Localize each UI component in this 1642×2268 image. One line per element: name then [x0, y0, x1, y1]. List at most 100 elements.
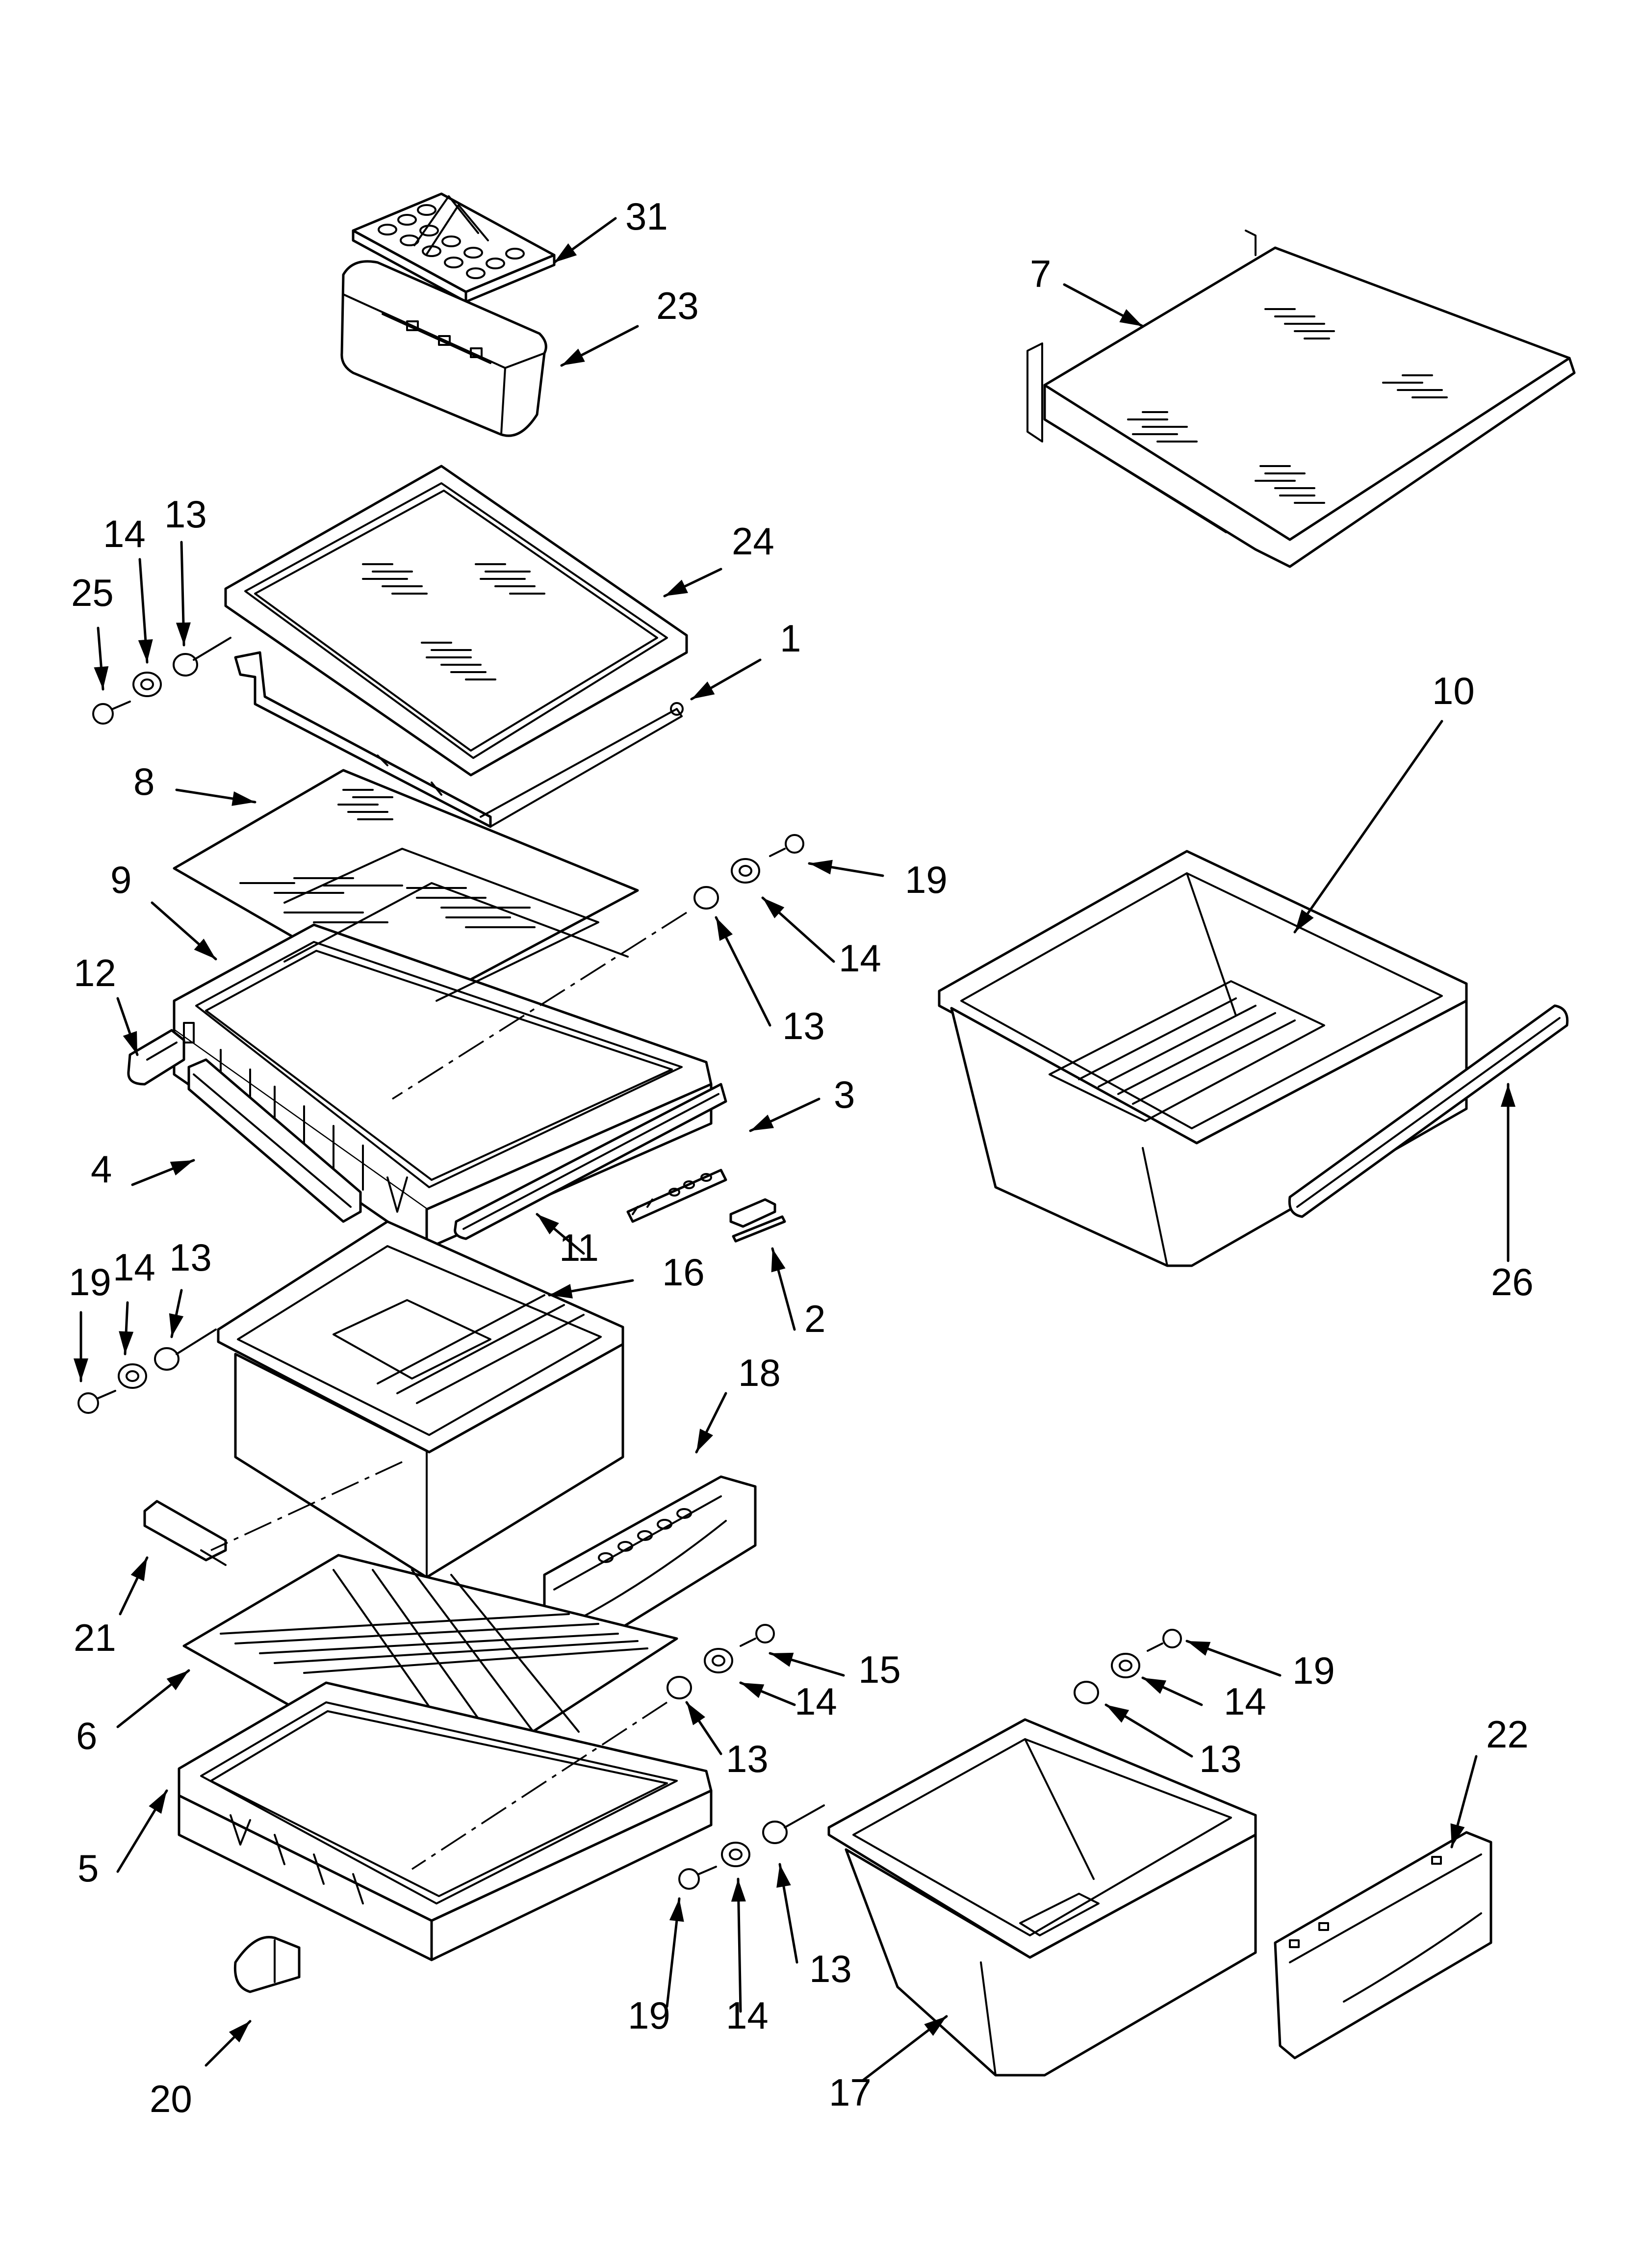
arrowhead	[776, 1864, 791, 1888]
callout-13: 13	[726, 1737, 769, 1780]
arrowhead	[1143, 1678, 1167, 1694]
callout-14: 14	[113, 1246, 155, 1289]
arrowhead	[687, 1702, 705, 1725]
part-5-lower-frame	[178, 1681, 713, 1961]
callout-5: 5	[77, 1847, 99, 1890]
arrowhead	[1501, 1084, 1515, 1107]
part-3-rail-insert	[626, 1169, 727, 1223]
callout-8: 8	[133, 760, 154, 803]
part-10-crisper-drawer	[938, 850, 1468, 1267]
part-16-drawer-bin	[217, 1220, 624, 1579]
callout-7: 7	[1030, 252, 1051, 295]
callout-4: 4	[91, 1147, 112, 1191]
callout-11: 11	[559, 1226, 599, 1269]
arrowhead	[229, 2021, 250, 2043]
arrowhead	[1119, 309, 1143, 326]
callout-19: 19	[69, 1260, 111, 1303]
callout-10: 10	[1432, 669, 1475, 712]
arrowhead	[94, 666, 109, 689]
part-7-glass-shelf	[1026, 230, 1576, 568]
callout-24: 24	[732, 520, 774, 563]
arrowhead	[537, 1214, 559, 1235]
arrowhead	[554, 243, 577, 262]
arrowhead	[169, 1313, 184, 1337]
arrowhead	[74, 1358, 88, 1381]
arrowhead	[549, 1284, 573, 1299]
arrowhead	[1295, 909, 1314, 932]
arrowhead	[696, 1429, 713, 1452]
part-2-clip	[729, 1198, 786, 1243]
callout-25: 25	[71, 571, 114, 614]
arrowhead	[138, 639, 153, 662]
part-1-cover-support	[234, 651, 684, 828]
arrowhead	[770, 1652, 794, 1667]
part-26-handle	[1288, 1004, 1569, 1218]
callout-22: 22	[1486, 1713, 1529, 1756]
callout-19: 19	[905, 858, 948, 901]
arrowhead	[692, 681, 715, 699]
callout-13: 13	[1199, 1737, 1242, 1780]
arrowhead	[665, 579, 688, 596]
callout-13: 13	[782, 1004, 825, 1047]
arrowhead	[1187, 1641, 1211, 1656]
leaders	[74, 217, 1515, 2082]
callout-14: 14	[839, 937, 881, 980]
callout-20: 20	[150, 2077, 192, 2120]
callout-6: 6	[76, 1714, 97, 1757]
part-23-egg-bin	[340, 260, 547, 437]
arrowhead	[123, 1031, 137, 1055]
part-31-egg-tray-lid	[352, 192, 556, 303]
callout-2: 2	[804, 1297, 825, 1340]
arrowhead	[716, 917, 733, 941]
callout-13: 13	[169, 1236, 212, 1279]
callout-14: 14	[1224, 1680, 1266, 1723]
arrowhead	[924, 2016, 947, 2036]
callout-14: 14	[103, 512, 146, 555]
assembly-lines	[210, 912, 687, 1870]
callout-19: 19	[1292, 1649, 1335, 1692]
callout-12: 12	[74, 951, 116, 994]
part-21-clip	[143, 1500, 227, 1566]
callout-1: 1	[780, 617, 801, 660]
arrowhead	[170, 1160, 194, 1176]
part-4-slide-rail	[187, 1058, 362, 1223]
part-11-front-rail	[454, 1083, 727, 1240]
callout-14: 14	[726, 1994, 769, 2037]
callout-14: 14	[795, 1680, 837, 1723]
callout-23: 23	[656, 284, 699, 327]
arrowhead	[176, 622, 191, 645]
arrowhead	[166, 1670, 189, 1691]
arrowhead	[119, 1331, 134, 1354]
arrowhead	[731, 1879, 746, 1902]
arrowhead	[562, 348, 585, 365]
callout-17: 17	[829, 2071, 872, 2114]
arrowhead	[771, 1249, 786, 1273]
arrowhead	[809, 860, 833, 875]
callout-31: 31	[625, 195, 668, 238]
callout-19: 19	[628, 1994, 670, 2037]
hardware-fasteners	[77, 637, 1182, 1890]
part-17-lower-bin	[827, 1718, 1257, 2077]
part-20-end-cap	[233, 1936, 301, 1993]
arrowhead	[231, 791, 255, 806]
callout-18: 18	[738, 1351, 781, 1394]
callout-26: 26	[1491, 1260, 1534, 1303]
callout-15: 15	[858, 1648, 901, 1691]
callout-16: 16	[662, 1251, 705, 1294]
callout-13: 13	[164, 493, 207, 536]
arrowhead	[194, 938, 216, 959]
part-22-lower-front	[1274, 1831, 1492, 2059]
arrowhead	[1106, 1705, 1129, 1723]
callout-labels: 31 23 7 14 13 25 24 1 10 8 19 9 14 13 12…	[69, 195, 1534, 2120]
arrowhead	[1450, 1823, 1465, 1847]
arrowhead	[763, 898, 785, 918]
part-24-cover-frame	[224, 465, 688, 777]
arrowhead	[669, 1899, 684, 1922]
callout-9: 9	[110, 858, 131, 901]
arrowhead	[149, 1791, 167, 1814]
callout-13: 13	[809, 1947, 852, 1990]
arrowhead	[130, 1558, 147, 1581]
callout-21: 21	[74, 1616, 116, 1659]
callout-3: 3	[834, 1073, 855, 1116]
